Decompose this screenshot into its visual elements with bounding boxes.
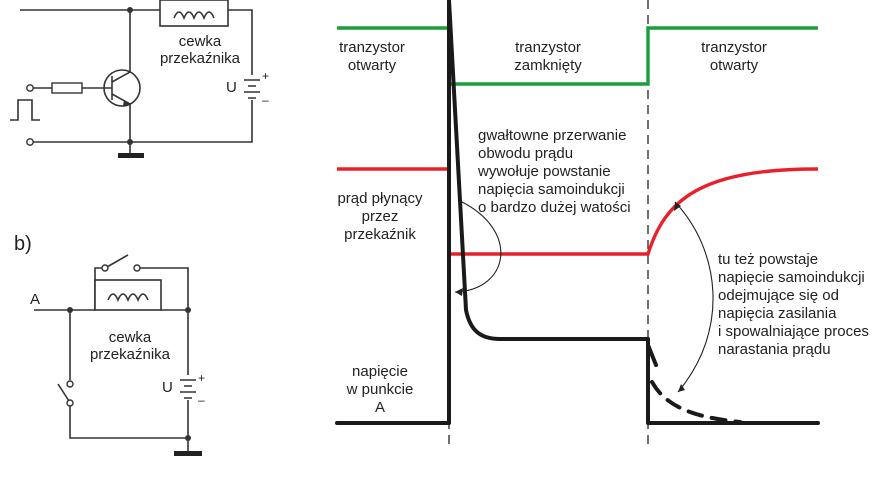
label-current-1: prąd płynący xyxy=(337,190,423,207)
voltage-dip-curve xyxy=(650,380,742,424)
coil-winding xyxy=(107,293,149,303)
ground-symbol xyxy=(118,153,144,158)
note-interrupt-3: wywołuje powstanie xyxy=(477,163,611,180)
note-interrupt-5: o bardzo dużej watości xyxy=(478,199,631,216)
coil-label-line2: przekaźnika xyxy=(160,50,241,67)
battery-symbol xyxy=(180,379,196,399)
note-interrupt-4: napięcia samoindukcji xyxy=(478,181,625,198)
note-interrupt-1: gwałtowne przerwanie xyxy=(478,127,626,144)
switch-lever xyxy=(106,254,129,268)
label-transistor-open-right-1: tranzystor xyxy=(701,39,767,56)
relay-coil-box xyxy=(94,279,162,311)
battery-plus: + xyxy=(198,371,205,385)
arrowhead xyxy=(678,384,685,392)
recovery-arrow xyxy=(674,201,714,393)
interrupt-arrow xyxy=(454,200,502,293)
arrowhead xyxy=(674,202,681,211)
coil-label-line1: cewka xyxy=(109,329,152,346)
label-voltage-3: A xyxy=(375,399,385,416)
switch-contact xyxy=(101,264,109,272)
voltage-dip-dash xyxy=(646,343,658,367)
bottom-wire xyxy=(33,100,253,143)
label-transistor-open-right-2: otwarty xyxy=(710,57,759,74)
note-recovery-6: narastania prądu xyxy=(718,341,831,358)
switch-contact xyxy=(66,380,74,388)
arrowhead xyxy=(455,288,463,296)
relay-current-line xyxy=(337,167,819,256)
note-recovery-2: napięcie samoindukcji xyxy=(718,269,865,286)
supply-label: U xyxy=(226,79,237,96)
battery-plus: + xyxy=(262,69,269,83)
label-voltage-2: w punkcie xyxy=(346,381,414,398)
transistor-state-line xyxy=(337,26,818,86)
junction-dot xyxy=(127,7,133,13)
switch-wire xyxy=(69,310,189,439)
top-wire xyxy=(20,9,253,75)
switch-contact xyxy=(133,264,141,272)
circuit-b: b) A cewka przekaźnika U + – xyxy=(14,233,205,456)
pulse-symbol xyxy=(10,99,40,121)
switch-lever xyxy=(57,383,70,402)
ground-terminal xyxy=(26,138,34,146)
note-recovery-4: napięcia zasilania xyxy=(718,305,837,322)
label-transistor-open-left-2: otwarty xyxy=(348,57,397,74)
note-interrupt-2: obwodu prądu xyxy=(478,145,573,162)
label-transistor-open-left-1: tranzystor xyxy=(339,39,405,56)
switch-contact xyxy=(66,399,74,407)
circuit-a: cewka przekaźnika U + – xyxy=(10,0,269,158)
relay-coil-box xyxy=(159,0,229,27)
coil-winding xyxy=(173,11,215,21)
ground-symbol xyxy=(174,451,202,456)
note-recovery-5: i spowalniające proces xyxy=(718,323,869,340)
supply-label: U xyxy=(162,379,173,396)
coil-label-line1: cewka xyxy=(179,33,222,50)
battery-minus: – xyxy=(198,393,205,407)
label-transistor-closed-2: zamknięty xyxy=(514,57,582,74)
label-current-3: przekaźnik xyxy=(344,226,416,243)
label-voltage-1: napięcie xyxy=(352,363,408,380)
node-label-A: A xyxy=(30,291,40,308)
note-recovery-1: tu też powstaje xyxy=(718,251,818,268)
voltage-line xyxy=(447,0,820,425)
note-recovery-3: odejmujące się od xyxy=(718,287,839,304)
emitter-arrow xyxy=(123,100,130,106)
battery-symbol xyxy=(244,79,260,99)
label-transistor-closed-1: tranzystor xyxy=(515,39,581,56)
voltage-spike xyxy=(335,0,451,425)
section-label-b: b) xyxy=(14,233,32,255)
label-current-2: przez xyxy=(362,208,399,225)
coil-label-line2: przekaźnika xyxy=(90,346,171,363)
battery-minus: – xyxy=(262,93,269,107)
timing-diagram: tranzystor otwarty tranzystor zamknięty … xyxy=(335,0,869,448)
input-terminal xyxy=(26,84,34,92)
base-resistor xyxy=(51,82,83,94)
